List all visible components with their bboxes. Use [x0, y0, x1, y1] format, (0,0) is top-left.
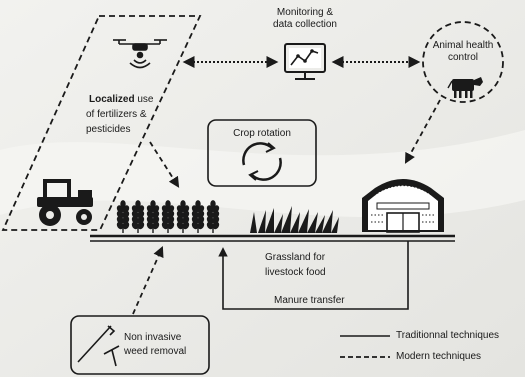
fertilizers-label-line3: pesticides: [86, 124, 131, 135]
monitoring-label: Monitoring & data collection: [246, 7, 364, 31]
cow-icon: [447, 77, 483, 98]
monitoring-label-line1: Monitoring &: [276, 7, 334, 18]
drone-zone-dashed: [1, 15, 202, 231]
wheat-stalk: [131, 200, 145, 233]
crop-rotation-label: Crop rotation: [233, 128, 291, 139]
grass-icon: [250, 206, 339, 233]
monitor-icon: [284, 43, 326, 80]
wheat-stalk: [191, 200, 205, 233]
legend-modern-label: Modern techniques: [396, 351, 482, 362]
manure-transfer-label: Manure transfer: [274, 295, 345, 306]
animal-health-circle: [422, 21, 504, 103]
fertilizers-label: Localized use of fertilizers & pesticide…: [86, 94, 186, 136]
weed-removal-label-line2: weed removal: [124, 346, 187, 357]
animal-health-label-line1: Animal health: [432, 40, 494, 51]
fertilizers-label-rest: use: [134, 94, 154, 105]
animal-health-label: Animal health control: [418, 40, 508, 64]
drone-icon: [113, 39, 167, 69]
monitoring-label-line2: data collection: [273, 19, 337, 30]
weed-removal-box: [70, 315, 210, 375]
rotation-icon: [242, 142, 282, 181]
legend-traditional-label: Traditionnal techniques: [396, 330, 500, 341]
animal-health-label-line2: control: [447, 52, 478, 63]
weed-crops-dashed-arrow: [132, 246, 164, 315]
grassland-label: Grassland for livestock food: [265, 252, 365, 279]
manure-transfer-arrow: [218, 241, 409, 310]
barn-icon: [362, 179, 444, 233]
grassland-label-line1: Grassland for: [265, 252, 326, 263]
weed-removal-label: Non invasive weed removal: [124, 332, 208, 358]
animal-barn-dashed-arrow: [404, 99, 441, 164]
fertilizers-label-bold: Localized: [89, 94, 135, 105]
wheat-stalk: [176, 200, 190, 233]
wheat-crops: [116, 200, 220, 233]
grassland-label-line2: livestock food: [265, 267, 326, 278]
weed-removal-label-line1: Non invasive: [124, 332, 182, 343]
wheat-stalk: [146, 200, 160, 233]
wheat-stalk: [116, 200, 130, 233]
tractor-icon: [37, 179, 93, 226]
crop-rotation-box: [207, 119, 317, 187]
wheat-stalk: [206, 200, 220, 233]
hoe-icon: [77, 325, 120, 367]
wheat-stalk: [161, 200, 175, 233]
fertilizers-label-line2: of fertilizers &: [86, 109, 147, 120]
